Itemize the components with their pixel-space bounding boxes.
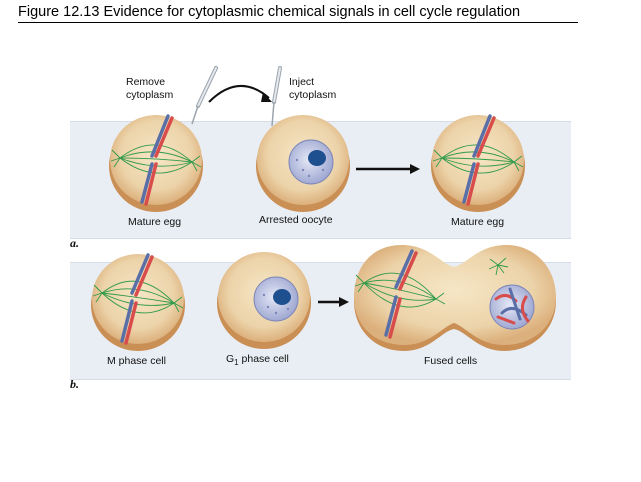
figure-title-bar: Figure 12.13 Evidence for cytoplasmic ch… — [18, 3, 578, 23]
arrested-oocyte-cell — [256, 115, 350, 212]
result-arrow-icon-a — [356, 164, 420, 174]
panel-a-tag: a. — [70, 236, 79, 250]
result-arrow-icon-b — [318, 297, 349, 307]
g1-label-rest: phase cell — [238, 353, 289, 365]
g1-phase-cell — [217, 252, 311, 349]
mature-egg-cell-a-right — [431, 114, 525, 212]
m-phase-cell — [91, 253, 185, 351]
remove-label-line1: Remove — [126, 76, 166, 88]
panel-b-tag: b. — [70, 377, 79, 391]
transfer-curved-arrow-icon — [208, 84, 272, 103]
g1-label-subscript: 1 — [234, 358, 239, 368]
fused-cells — [354, 245, 556, 351]
arrested-oocyte-label: Arrested oocyte — [259, 214, 333, 226]
mature-egg-label-right: Mature egg — [451, 216, 505, 228]
mature-egg-cell-a-left — [109, 114, 203, 212]
inject-label-line1: Inject — [289, 76, 315, 88]
remove-pipette-icon — [191, 66, 218, 125]
g1-label-g: G — [226, 353, 235, 365]
mature-egg-label-left: Mature egg — [128, 216, 182, 228]
inject-pipette-icon — [271, 66, 282, 127]
fused-cells-label: Fused cells — [424, 355, 478, 367]
figure-title: Figure 12.13 Evidence for cytoplasmic ch… — [18, 4, 521, 20]
remove-label-line2: cytoplasm — [126, 89, 174, 101]
m-phase-cell-label: M phase cell — [107, 355, 166, 367]
inject-label-line2: cytoplasm — [289, 89, 337, 101]
g1-phase-cell-label: G1 phase cell — [226, 353, 289, 367]
